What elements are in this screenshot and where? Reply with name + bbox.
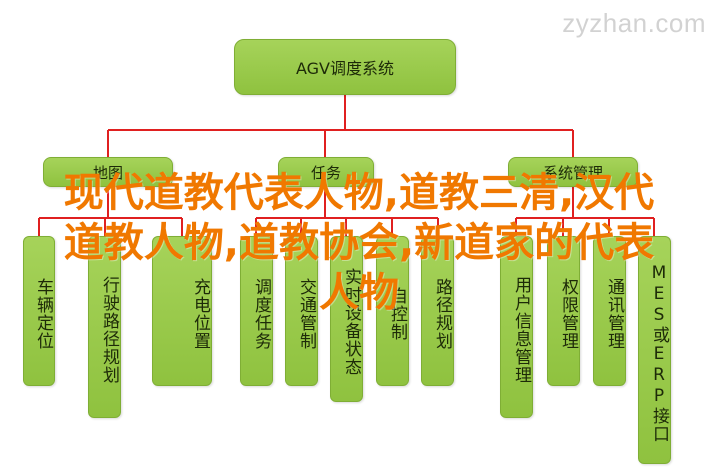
system-management-node: 系统管理 <box>508 157 638 187</box>
watermark-text: zyzhan.com <box>562 8 706 38</box>
leaf-charging-position: 充电位置 <box>152 236 212 386</box>
leaf-user-info-management: 用户信息管理 <box>500 236 533 418</box>
leaf-path-planning-driving: 行驶路径规划 <box>88 236 121 418</box>
leaf-permission-management: 权限管理 <box>547 236 580 386</box>
leaf-mes-erp-interface: MES或ERP接口 <box>638 236 671 464</box>
leaf-self-control: 自控制 <box>376 236 409 386</box>
root-node: AGV调度系统 <box>234 39 456 95</box>
leaf-realtime-device-status: 实时设备状态 <box>330 236 363 402</box>
leaf-dispatch-task: 调度任务 <box>240 236 273 386</box>
leaf-route-planning: 路径规划 <box>421 236 454 386</box>
map-node: 地图 <box>43 157 173 187</box>
task-node: 任务 <box>278 157 374 187</box>
leaf-communication-management: 通讯管理 <box>593 236 626 386</box>
leaf-vehicle-positioning: 车辆定位 <box>23 236 55 386</box>
leaf-traffic-control: 交通管制 <box>285 236 318 386</box>
